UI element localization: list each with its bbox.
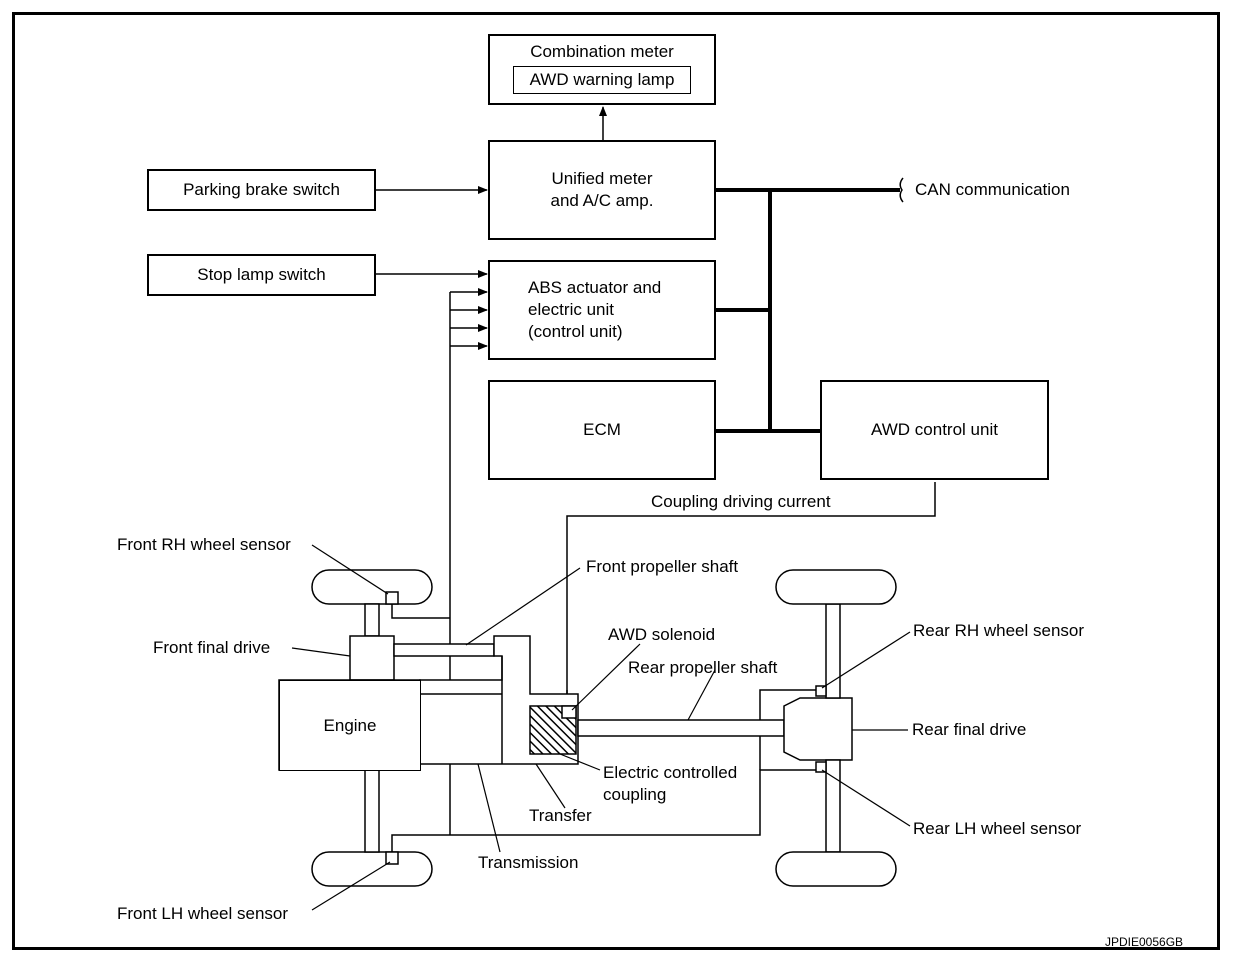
rear-lh-wheel-sensor-label: Rear LH wheel sensor bbox=[913, 819, 1082, 838]
diagram-frame bbox=[12, 12, 1220, 950]
stop-lamp-switch-label: Stop lamp switch bbox=[197, 265, 326, 284]
figure-code: JPDIE0056GB bbox=[1105, 935, 1184, 949]
front-lh-sensor bbox=[385, 851, 399, 865]
rear-propeller-shaft-label: Rear propeller shaft bbox=[628, 658, 778, 677]
rear-lh-wheel bbox=[775, 851, 897, 887]
front-propeller-shaft-label: Front propeller shaft bbox=[586, 557, 739, 576]
awd-warning-lamp-box: AWD warning lamp bbox=[513, 66, 691, 94]
front-rh-wheel-sensor-label: Front RH wheel sensor bbox=[117, 535, 291, 554]
ecm-label: ECM bbox=[583, 420, 621, 439]
coupling-driving-current-label: Coupling driving current bbox=[651, 492, 831, 511]
awd-warning-lamp-label: AWD warning lamp bbox=[529, 70, 675, 89]
rear-final-drive-label: Rear final drive bbox=[912, 720, 1027, 739]
transfer-label: Transfer bbox=[529, 806, 592, 825]
combination-meter-label: Combination meter bbox=[530, 42, 674, 61]
can-communication-label: CAN communication bbox=[915, 180, 1070, 199]
awd-control-unit-label: AWD control unit bbox=[871, 420, 998, 439]
engine-label: Engine bbox=[323, 715, 377, 735]
engine-box: Engine bbox=[279, 680, 421, 771]
can-brace-icon bbox=[899, 177, 904, 203]
awd-solenoid-label: AWD solenoid bbox=[608, 625, 716, 644]
parking-brake-switch-label: Parking brake switch bbox=[183, 180, 340, 199]
front-rh-wheel bbox=[311, 569, 433, 605]
front-final-drive-label: Front final drive bbox=[153, 638, 271, 657]
rear-rh-wheel bbox=[775, 569, 897, 605]
rear-lh-sensor bbox=[815, 761, 827, 773]
abs-actuator-box: ABS actuator and electric unit (control … bbox=[488, 260, 716, 360]
transmission-label: Transmission bbox=[478, 853, 579, 872]
rear-rh-sensor bbox=[815, 685, 827, 697]
awd-control-unit-box: AWD control unit bbox=[820, 380, 1049, 480]
front-lh-wheel-sensor-label: Front LH wheel sensor bbox=[117, 904, 289, 923]
stop-lamp-switch-box: Stop lamp switch bbox=[147, 254, 376, 296]
leader-lines bbox=[291, 544, 911, 911]
parking-brake-switch-box: Parking brake switch bbox=[147, 169, 376, 211]
front-lh-wheel bbox=[311, 851, 433, 887]
unified-meter-label: Unified meter and A/C amp. bbox=[550, 169, 654, 210]
ecm-box: ECM bbox=[488, 380, 716, 480]
front-rh-sensor bbox=[385, 591, 399, 605]
unified-meter-box: Unified meter and A/C amp. bbox=[488, 140, 716, 240]
rear-rh-wheel-sensor-label: Rear RH wheel sensor bbox=[913, 621, 1085, 640]
electric-controlled-coupling-label: Electric controlled coupling bbox=[603, 763, 738, 804]
can-bus bbox=[716, 188, 900, 433]
abs-actuator-label: ABS actuator and electric unit (control … bbox=[528, 278, 662, 341]
